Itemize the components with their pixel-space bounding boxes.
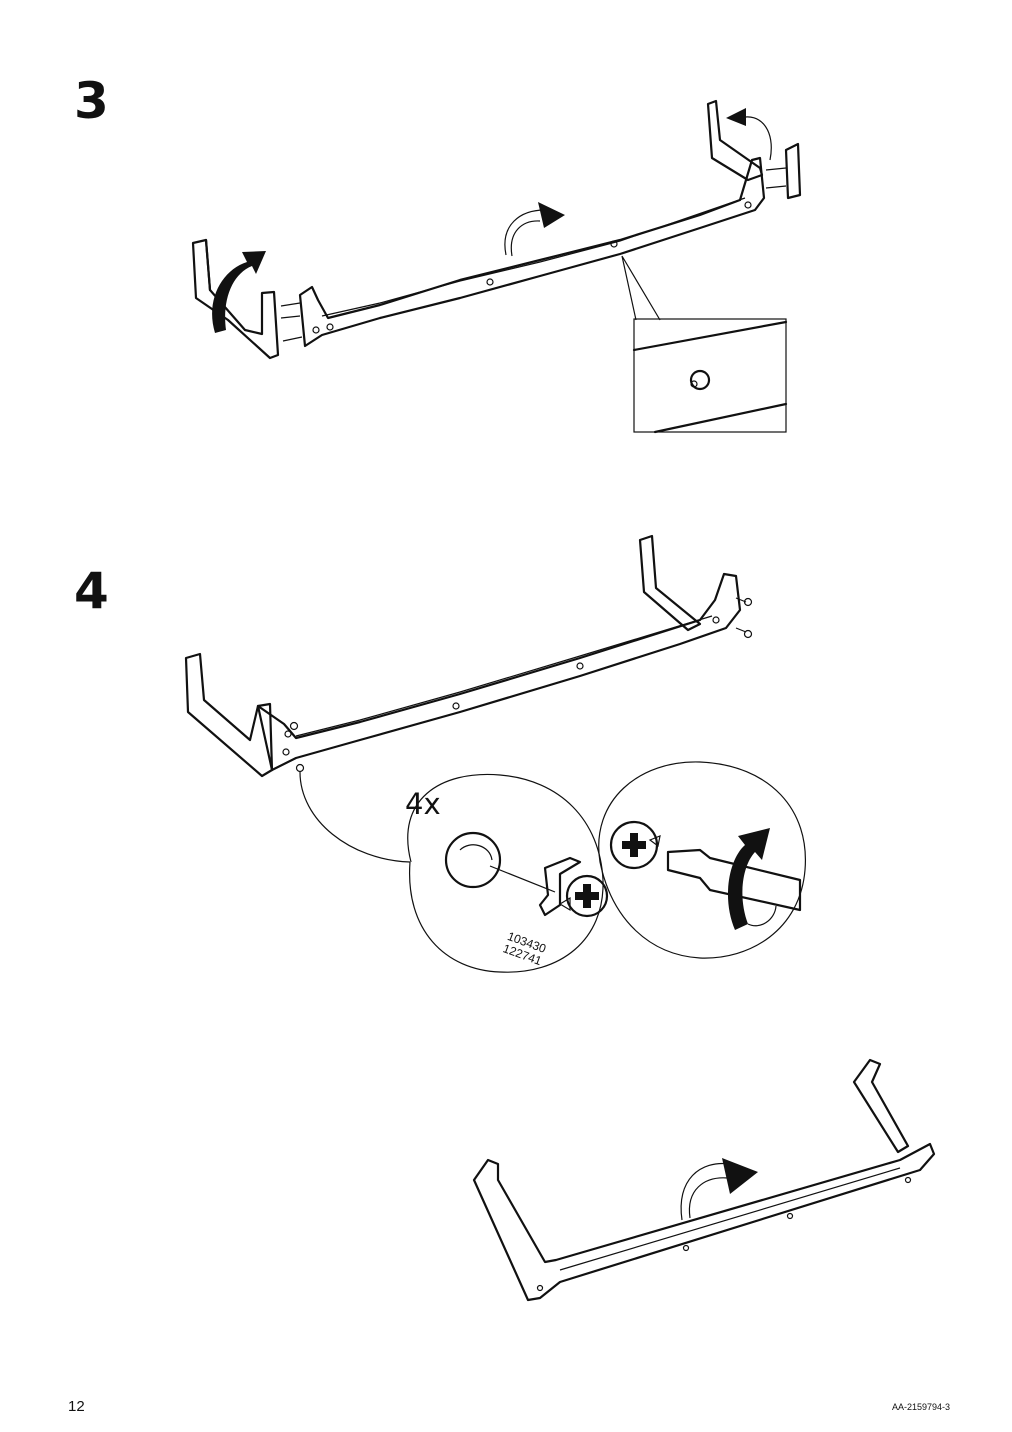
page-number: 12	[68, 1398, 85, 1415]
flipped-rail	[472, 1058, 936, 1302]
step3-center-rotate-arrow-icon	[504, 202, 565, 257]
document-code: AA-2159794-3	[891, 1402, 950, 1412]
step4-cam-locks	[289, 597, 753, 773]
step-4-number: 4	[74, 562, 109, 620]
step4-left-leg	[184, 652, 274, 778]
step3-left-leg	[191, 238, 280, 360]
step3-right-leg	[706, 99, 802, 200]
quantity-label: 4x	[405, 787, 441, 821]
flip-arrow-icon	[680, 1158, 758, 1221]
step-3-number: 3	[74, 72, 109, 130]
step3-rail	[280, 156, 766, 348]
detail-callout-icon	[621, 255, 788, 434]
step3-top-rotate-arrow-icon	[726, 108, 772, 161]
step4-right-leg	[638, 534, 702, 632]
step4-rail	[256, 572, 742, 772]
step3-rotate-arrow-icon	[212, 251, 266, 333]
cam-lock-icon	[299, 771, 609, 973]
screwdriver-icon	[598, 761, 806, 959]
